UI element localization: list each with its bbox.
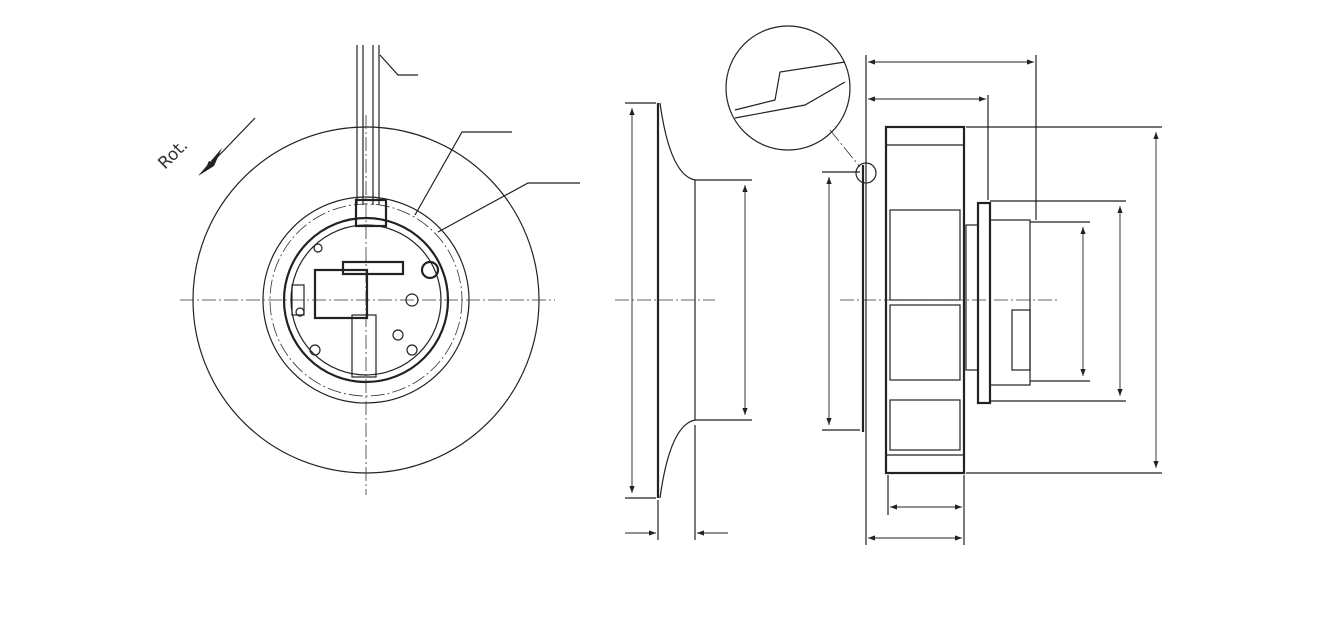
front-view: Rot. <box>154 45 580 495</box>
side-view-inlet <box>615 102 752 540</box>
side-view-impeller <box>725 25 1162 545</box>
rotation-label: Rot. <box>154 136 192 174</box>
